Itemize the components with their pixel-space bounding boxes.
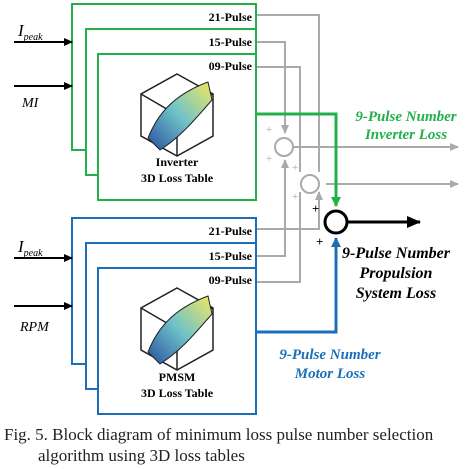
inverter-loss-arrow xyxy=(256,112,341,207)
plus-sign-gray-4: + xyxy=(292,191,298,203)
motor-21-gray-line xyxy=(256,191,323,230)
propulsion-label-line1: 9-Pulse Number xyxy=(342,245,451,262)
inverter-label-21: 21-Pulse xyxy=(209,10,253,24)
motor-loss-arrow xyxy=(256,237,341,334)
plus-sign-gray-1: + xyxy=(266,124,272,136)
plus-sign-gray-3: + xyxy=(292,162,298,174)
motor-loss-table-stack: 21-Pulse 15-Pulse 09-Pulse PMSM 3D Loss … xyxy=(71,217,257,415)
inverter-name: Inverter xyxy=(156,155,199,169)
motor-input-ipeak: Ipeak xyxy=(17,237,43,259)
inverter-loss-label-line1: 9-Pulse Number xyxy=(355,109,456,125)
motor-inputs: Ipeak RPM xyxy=(14,237,73,335)
gray-paths xyxy=(256,14,459,283)
plus-sign-gray-2: + xyxy=(266,153,272,165)
motor-label-21: 21-Pulse xyxy=(209,224,253,238)
summing-junction-15 xyxy=(274,137,294,157)
inverter-inputs: Ipeak MI xyxy=(14,21,73,111)
inverter-input-mi: MI xyxy=(21,96,40,111)
inverter-loss-table-stack: 21-Pulse 15-Pulse 09-Pulse Inverter 3D L… xyxy=(71,3,257,201)
summing-junction-21 xyxy=(300,174,320,194)
motor-15-gray-line xyxy=(256,159,289,257)
motor-input-rpm: RPM xyxy=(19,320,50,335)
plus-sign-top: + xyxy=(312,201,319,216)
inverter-3d-surface-icon xyxy=(140,73,214,157)
propulsion-label-line3: System Loss xyxy=(356,285,436,302)
plus-sign-bottom: + xyxy=(316,234,323,249)
inverter-input-ipeak: Ipeak xyxy=(17,21,43,43)
inverter-label-15: 15-Pulse xyxy=(209,35,253,49)
motor-loss-label-line1: 9-Pulse Number xyxy=(279,347,380,363)
motor-name: PMSM xyxy=(159,370,196,384)
inverter-15-gray-line xyxy=(256,41,289,134)
inverter-label-09: 09-Pulse xyxy=(209,59,253,73)
propulsion-label-line2: Propulsion xyxy=(359,265,433,282)
inverter-subtitle: 3D Loss Table xyxy=(141,171,214,185)
motor-label-15: 15-Pulse xyxy=(209,249,253,263)
caption-line-1: Fig. 5. Block diagram of minimum loss pu… xyxy=(4,425,434,444)
main-summing-junction xyxy=(323,209,349,235)
motor-subtitle: 3D Loss Table xyxy=(141,386,214,400)
motor-09-gray-tap xyxy=(256,192,301,283)
motor-label-09: 09-Pulse xyxy=(209,273,253,287)
inverter-21-gray-line xyxy=(256,14,320,172)
inverter-loss-label-line2: Inverter Loss xyxy=(364,127,447,143)
inverter-09-gray-tap xyxy=(256,66,301,172)
motor-loss-label-line2: Motor Loss xyxy=(294,366,366,382)
figure-caption: Fig. 5. Block diagram of minimum loss pu… xyxy=(4,424,470,466)
motor-3d-surface-icon xyxy=(140,287,214,371)
caption-line-2: algorithm using 3D loss tables xyxy=(38,446,245,465)
